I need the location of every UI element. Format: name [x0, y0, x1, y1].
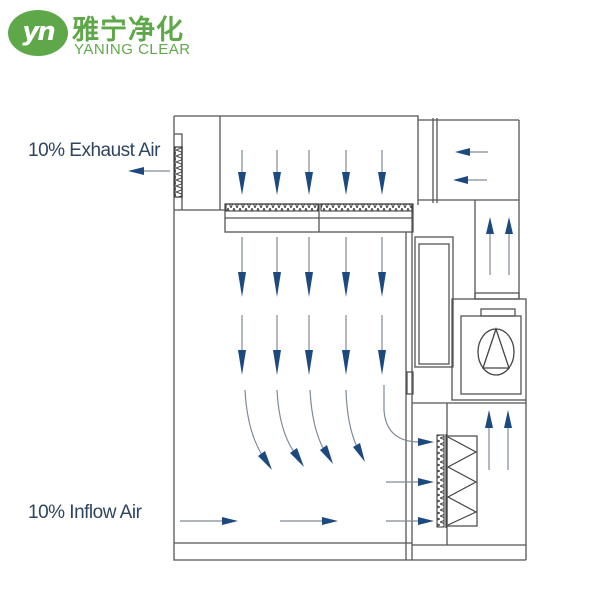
fan-icon: [477, 326, 515, 376]
downflow-row-1: [238, 150, 386, 195]
hepa-filter-right: [320, 203, 413, 212]
logo-chinese-name: 雅宁净化: [72, 15, 184, 46]
downflow-row-2: [238, 237, 386, 297]
curved-flow-arrows: [244, 385, 419, 456]
prefilter: [436, 434, 445, 528]
v-bank-filter: [445, 434, 478, 528]
brand-logo: yn 雅宁净化 YANING CLEAR: [4, 4, 204, 64]
logo-badge: yn: [8, 10, 68, 56]
inflow-air-label: 10% Inflow Air: [28, 502, 142, 523]
cabinet-outline: [173, 115, 527, 561]
hepa-filter-left: [225, 203, 319, 212]
exhaust-air-label: 10% Exhaust Air: [28, 140, 160, 161]
exhaust-filter: [174, 146, 183, 198]
airflow-arrows: [128, 148, 513, 525]
logo-english-name: YANING CLEAR: [74, 41, 191, 58]
downflow-row-3: [238, 315, 386, 375]
